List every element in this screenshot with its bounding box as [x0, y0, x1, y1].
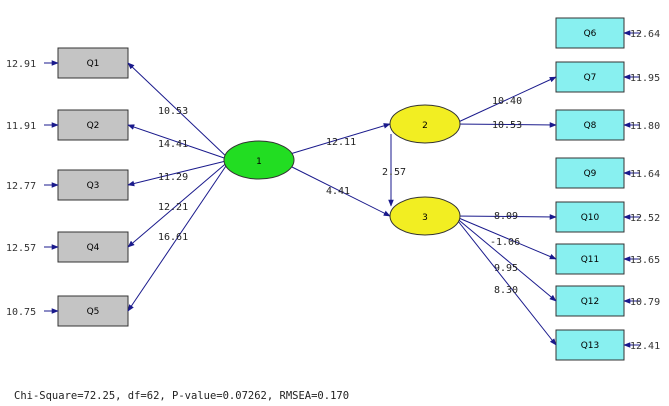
loading-value-q10: 8.09	[494, 211, 518, 222]
error-value-q8: 11.80	[630, 121, 660, 132]
loading-value-q13: 8.30	[494, 285, 518, 296]
indicator-label-q1: Q1	[87, 59, 100, 69]
path-arrow-f1-f3	[289, 165, 391, 217]
factor-ellipse-f1	[223, 140, 295, 180]
indicator-box-q11	[555, 243, 625, 275]
loading-arrow-q12	[453, 215, 557, 302]
path-arrow-f1-f2	[289, 123, 391, 155]
error-value-q6: 12.64	[630, 29, 660, 40]
loading-arrow-q11	[453, 215, 557, 260]
loading-value-q1: 10.53	[158, 106, 188, 117]
factor-ellipse-f3	[389, 196, 461, 236]
indicator-box-q12	[555, 285, 625, 317]
loading-value-q2: 14.41	[158, 139, 188, 150]
error-value-q2: 11.91	[6, 121, 36, 132]
indicator-label-q7: Q7	[584, 73, 597, 83]
indicator-label-q3: Q3	[87, 181, 100, 191]
path-value-f2-f3: 2.57	[382, 167, 406, 178]
indicator-box-q9	[555, 157, 625, 189]
fit-statistics: Chi-Square=72.25, df=62, P-value=0.07262…	[14, 390, 349, 402]
error-value-q12: 10.79	[630, 297, 660, 308]
loading-value-q12: 9.95	[494, 263, 518, 274]
error-value-q5: 10.75	[6, 307, 36, 318]
loading-arrow-q3	[127, 159, 231, 187]
loading-value-q3: 11.29	[158, 172, 188, 183]
error-value-q11: 13.65	[630, 255, 660, 266]
indicator-box-q2	[57, 109, 129, 141]
path-value-f1-f3: 4.41	[326, 186, 350, 197]
indicator-label-q12: Q12	[581, 297, 600, 307]
indicator-label-q10: Q10	[581, 213, 600, 223]
indicator-label-q13: Q13	[581, 341, 600, 351]
loading-arrow-q2	[127, 124, 231, 161]
error-value-q1: 12.91	[6, 59, 36, 70]
indicator-label-q9: Q9	[584, 169, 597, 179]
indicator-label-q5: Q5	[87, 307, 100, 317]
indicator-label-q11: Q11	[581, 255, 600, 265]
loading-arrow-q10	[453, 214, 557, 220]
loading-value-q8: 10.53	[492, 120, 522, 131]
indicator-box-q4	[57, 231, 129, 263]
factor-label-f2: 2	[422, 121, 428, 131]
indicator-box-q7	[555, 61, 625, 93]
factor-ellipse-f2	[389, 104, 461, 144]
indicator-box-q3	[57, 169, 129, 201]
indicator-label-q8: Q8	[584, 121, 597, 131]
path-value-f1-f2: 12.11	[326, 137, 356, 148]
loading-value-q5: 16.61	[158, 232, 188, 243]
loading-arrow-q7	[453, 76, 557, 125]
loading-value-q11: -1.06	[490, 237, 520, 248]
indicator-label-q4: Q4	[87, 243, 100, 253]
factor-label-f1: 1	[256, 157, 262, 167]
factor-label-f3: 3	[422, 213, 428, 223]
indicator-label-q6: Q6	[584, 29, 597, 39]
loading-arrow-q8	[453, 122, 557, 128]
loading-arrow-q4	[127, 159, 231, 248]
loading-value-q4: 12.21	[158, 202, 188, 213]
error-value-q9: 11.64	[630, 169, 660, 180]
loading-value-q7: 10.40	[492, 96, 522, 107]
error-value-q4: 12.57	[6, 243, 36, 254]
indicator-label-q2: Q2	[87, 121, 100, 131]
error-value-q13: 12.41	[630, 341, 660, 352]
error-value-q7: 11.95	[630, 73, 660, 84]
loading-arrow-q5	[127, 159, 231, 312]
loading-arrow-q1	[127, 62, 231, 161]
loading-arrow-q13	[453, 215, 557, 346]
error-value-q10: 12.52	[630, 213, 660, 224]
indicator-box-q6	[555, 17, 625, 49]
error-value-q3: 12.77	[6, 181, 36, 192]
